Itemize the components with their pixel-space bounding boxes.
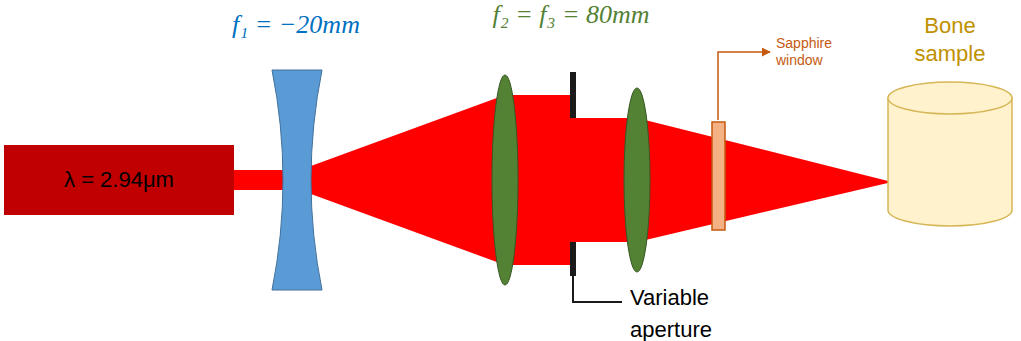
convex-lens xyxy=(624,88,650,272)
cylinder-top xyxy=(888,82,1012,114)
bone-sample: Bone sample xyxy=(882,8,1018,238)
aperture-blade xyxy=(570,72,576,118)
focal-length-label: f₁ = −20mm xyxy=(232,10,360,40)
diverging-beam xyxy=(300,95,505,265)
concave-lens xyxy=(272,70,322,290)
focused-beam xyxy=(637,118,892,242)
part-label: Variable aperture xyxy=(630,282,712,341)
part-label: Sapphire window xyxy=(776,35,832,69)
sample-label: Bone sample xyxy=(915,12,986,68)
sapphire-window xyxy=(712,122,725,230)
wavelength-label: λ = 2.94μm xyxy=(64,166,174,194)
convex-lens xyxy=(492,75,518,285)
bone-cylinder xyxy=(886,80,1014,228)
leader-line xyxy=(573,276,622,302)
aperture-blade xyxy=(570,242,576,276)
cylinder-body xyxy=(888,98,1012,226)
focal-length-label: f₂ = f₃ = 80mm xyxy=(492,0,649,30)
laser-box: λ = 2.94μm xyxy=(4,145,234,215)
leader-arrow xyxy=(718,52,770,120)
